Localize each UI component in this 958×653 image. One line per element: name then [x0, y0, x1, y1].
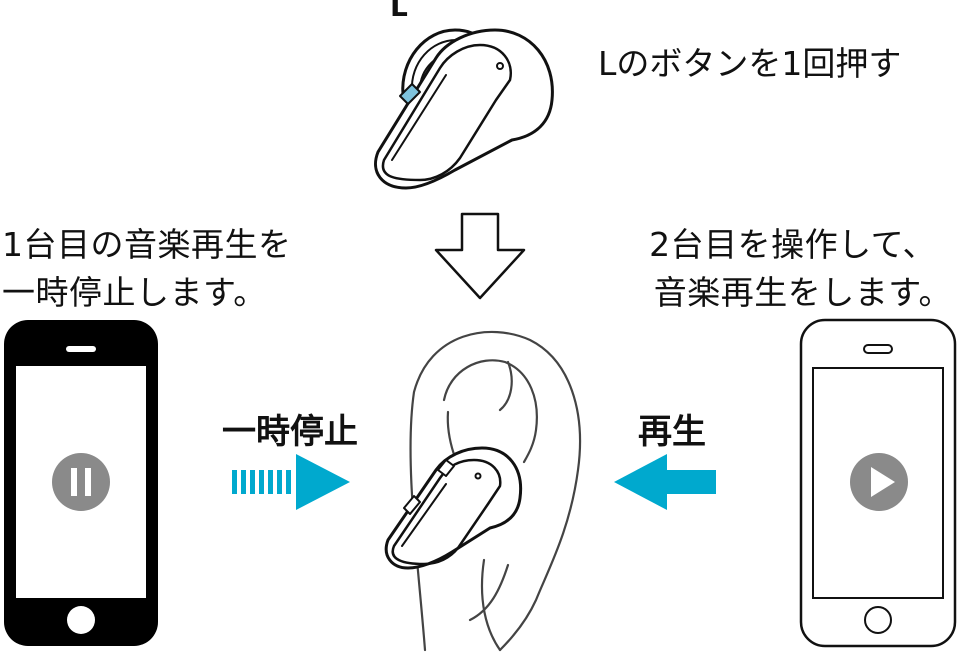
right-caption-line-2: 音楽再生をします。: [653, 273, 952, 312]
left-caption-line-1: 1台目の音楽再生を: [2, 225, 292, 264]
pause-icon: [52, 453, 110, 511]
play-arrow: [614, 454, 716, 510]
instruction-text: Lのボタンを1回押す: [598, 44, 902, 83]
earbud-side-label: L: [390, 0, 408, 23]
right-caption-line-1: 2台目を操作して、: [649, 225, 936, 264]
pause-arrow: [232, 454, 350, 510]
earbud-in-ear-illustration: [384, 446, 523, 570]
earbud-top-illustration: [374, 28, 554, 190]
down-arrow: [434, 212, 526, 300]
left-caption-line-2: 一時停止します。: [2, 273, 267, 312]
play-arrow-label: 再生: [638, 412, 706, 452]
pause-arrow-label: 一時停止: [222, 412, 358, 452]
play-icon: [850, 453, 908, 511]
